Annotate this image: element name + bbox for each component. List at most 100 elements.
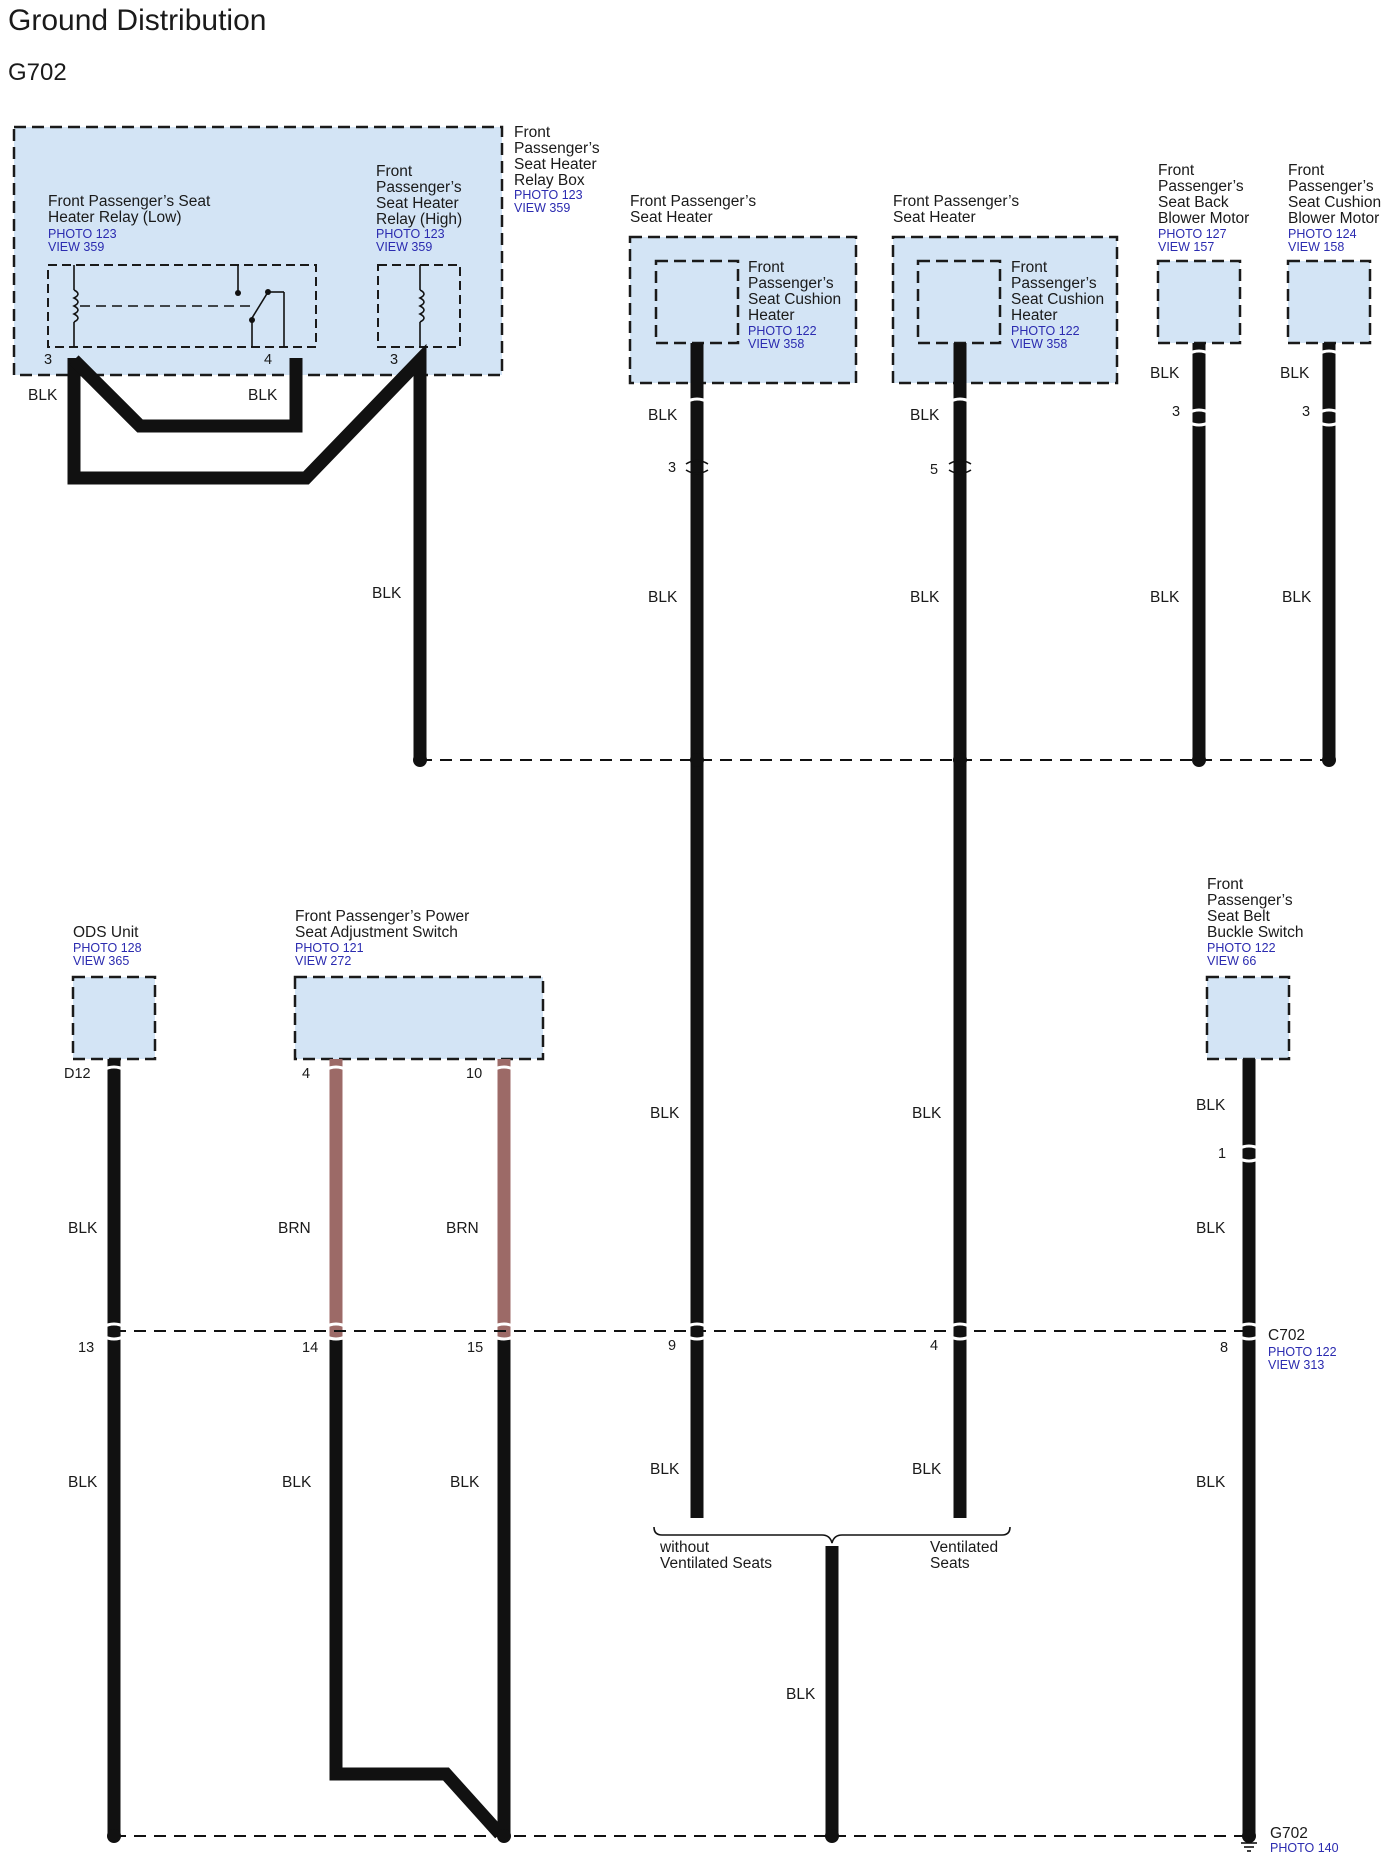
svg-text:C702: C702 [1268, 1327, 1305, 1344]
wire-label-blk: BLK [450, 1474, 480, 1491]
ground-symbol-icon [1241, 1836, 1257, 1852]
svg-text:Passenger’s: Passenger’s [748, 275, 834, 292]
svg-text:Relay Box: Relay Box [514, 172, 585, 189]
svg-text:PHOTO 124: PHOTO 124 [1288, 227, 1357, 241]
seat-back-blower-motor [1156, 259, 1242, 345]
splice-point [1322, 753, 1336, 767]
ods-unit [71, 975, 157, 1061]
relay-high-coil-icon [418, 265, 425, 347]
splice-point [953, 753, 967, 767]
svg-text:VIEW 359: VIEW 359 [514, 201, 570, 215]
relay-high-pin-3: 3 [390, 352, 398, 368]
svg-text:PHOTO 122: PHOTO 122 [1011, 324, 1080, 338]
relay-low-label: Front Passenger’s Seat Heater Relay (Low… [48, 193, 211, 254]
svg-text:Front: Front [376, 163, 413, 180]
wire-label-blk: BLK [68, 1474, 98, 1491]
svg-text:Seat Heater: Seat Heater [893, 209, 976, 226]
wire-label-blk: BLK [68, 1220, 98, 1237]
svg-text:Heater Relay (Low): Heater Relay (Low) [48, 209, 182, 226]
power-seat-pin-10: 10 [466, 1066, 482, 1082]
svg-text:VIEW 272: VIEW 272 [295, 954, 351, 968]
svg-text:Passenger’s: Passenger’s [1158, 178, 1244, 195]
connector-c702-label: C702 PHOTO 122 VIEW 313 [1268, 1327, 1337, 1372]
svg-text:PHOTO 123: PHOTO 123 [376, 227, 445, 241]
seat-back-blower-pin: 3 [1172, 404, 1180, 420]
svg-text:Front: Front [1011, 259, 1048, 276]
svg-text:without: without [659, 1539, 710, 1556]
svg-text:VIEW 358: VIEW 358 [1011, 337, 1067, 351]
ods-unit-label: ODS Unit PHOTO 128 VIEW 365 [73, 924, 142, 968]
svg-text:VIEW 313: VIEW 313 [1268, 1358, 1324, 1372]
wire-label-blk: BLK [910, 589, 940, 606]
seat-cushion-blower-pin: 3 [1302, 404, 1310, 420]
wire-label-blk: BLK [282, 1474, 312, 1491]
wire-label-blk: BLK [650, 1461, 680, 1478]
svg-text:Seat Cushion: Seat Cushion [1011, 291, 1104, 308]
seat-heater-a-label: Front Passenger’s Seat Heater [630, 193, 756, 226]
svg-text:Seat Back: Seat Back [1158, 194, 1229, 211]
power-seat-pin-15: 15 [467, 1340, 483, 1356]
relay-low-pin-3: 3 [44, 352, 52, 368]
svg-text:Seat Cushion: Seat Cushion [1288, 194, 1381, 211]
ground-g702-label: G702 PHOTO 140 [1270, 1825, 1339, 1854]
wire-label-blk: BLK [648, 407, 678, 424]
ods-pin-13: 13 [78, 1340, 94, 1356]
wire-label-blk: BLK [1196, 1097, 1226, 1114]
svg-text:PHOTO 128: PHOTO 128 [73, 941, 142, 955]
svg-text:Front: Front [748, 259, 785, 276]
seat-belt-switch-label: Front Passenger’s Seat Belt Buckle Switc… [1207, 876, 1303, 968]
seat-heater-a-inner-label: Front Passenger’s Seat Cushion Heater PH… [748, 259, 841, 351]
svg-text:Passenger’s: Passenger’s [514, 140, 600, 157]
wire-label-brn: BRN [446, 1220, 479, 1237]
relay-high-label: Front Passenger’s Seat Heater Relay (Hig… [376, 163, 462, 254]
svg-text:PHOTO 140: PHOTO 140 [1270, 1841, 1339, 1854]
svg-text:VIEW 359: VIEW 359 [376, 240, 432, 254]
wire-label-blk: BLK [28, 387, 58, 404]
wire-label-blk: BLK [1280, 365, 1310, 382]
svg-text:PHOTO 122: PHOTO 122 [748, 324, 817, 338]
seat-heater-b-pin: 5 [930, 462, 938, 478]
power-seat-pin-4: 4 [302, 1066, 310, 1082]
svg-text:Seat Heater: Seat Heater [514, 156, 597, 173]
relay-low-pin-4: 4 [264, 352, 272, 368]
option-with-label: Ventilated Seats [930, 1539, 998, 1572]
svg-text:ODS Unit: ODS Unit [73, 924, 139, 941]
seat-heater-a-pin: 3 [668, 460, 676, 476]
wire-label-blk: BLK [1150, 365, 1180, 382]
seat-belt-pin-8: 8 [1220, 1340, 1228, 1356]
svg-text:VIEW 358: VIEW 358 [748, 337, 804, 351]
seat-heater-b-inner-label: Front Passenger’s Seat Cushion Heater PH… [1011, 259, 1104, 351]
svg-text:Front: Front [1207, 876, 1244, 893]
inline-connector-icon [685, 459, 709, 475]
wire-label-blk: BLK [248, 387, 278, 404]
power-seat-adjustment-switch [293, 975, 545, 1061]
ods-pin-d12: D12 [64, 1066, 91, 1082]
wire-label-blk: BLK [650, 1105, 680, 1122]
seat-cushion-blower-motor [1286, 259, 1372, 345]
wire-label-blk: BLK [1196, 1220, 1226, 1237]
svg-text:Heater: Heater [1011, 307, 1058, 324]
wire-label-blk: BLK [912, 1105, 942, 1122]
wire-label-blk: BLK [372, 585, 402, 602]
wire-label-blk: BLK [912, 1461, 942, 1478]
svg-text:PHOTO 123: PHOTO 123 [48, 227, 117, 241]
seat-belt-buckle-switch [1205, 975, 1291, 1061]
power-seat-switch-label: Front Passenger’s Power Seat Adjustment … [295, 908, 469, 968]
svg-text:Passenger’s: Passenger’s [1011, 275, 1097, 292]
connector-crossing-icons [102, 349, 1341, 1341]
page-subtitle: G702 [8, 59, 67, 86]
splice-point [107, 1829, 121, 1843]
wire-label-blk: BLK [786, 1686, 816, 1703]
seat-heater-b-label: Front Passenger’s Seat Heater [893, 193, 1019, 226]
svg-text:PHOTO 122: PHOTO 122 [1268, 1345, 1337, 1359]
svg-text:Seat Heater: Seat Heater [376, 195, 459, 212]
svg-text:Front: Front [1158, 162, 1195, 179]
svg-text:Seat Belt: Seat Belt [1207, 908, 1271, 925]
svg-text:VIEW 157: VIEW 157 [1158, 240, 1214, 254]
svg-text:Buckle Switch: Buckle Switch [1207, 924, 1303, 941]
seat-cushion-heater-a [654, 259, 740, 345]
svg-text:Seat Adjustment Switch: Seat Adjustment Switch [295, 924, 458, 941]
svg-text:Seats: Seats [930, 1555, 970, 1572]
svg-text:Front: Front [514, 124, 551, 141]
